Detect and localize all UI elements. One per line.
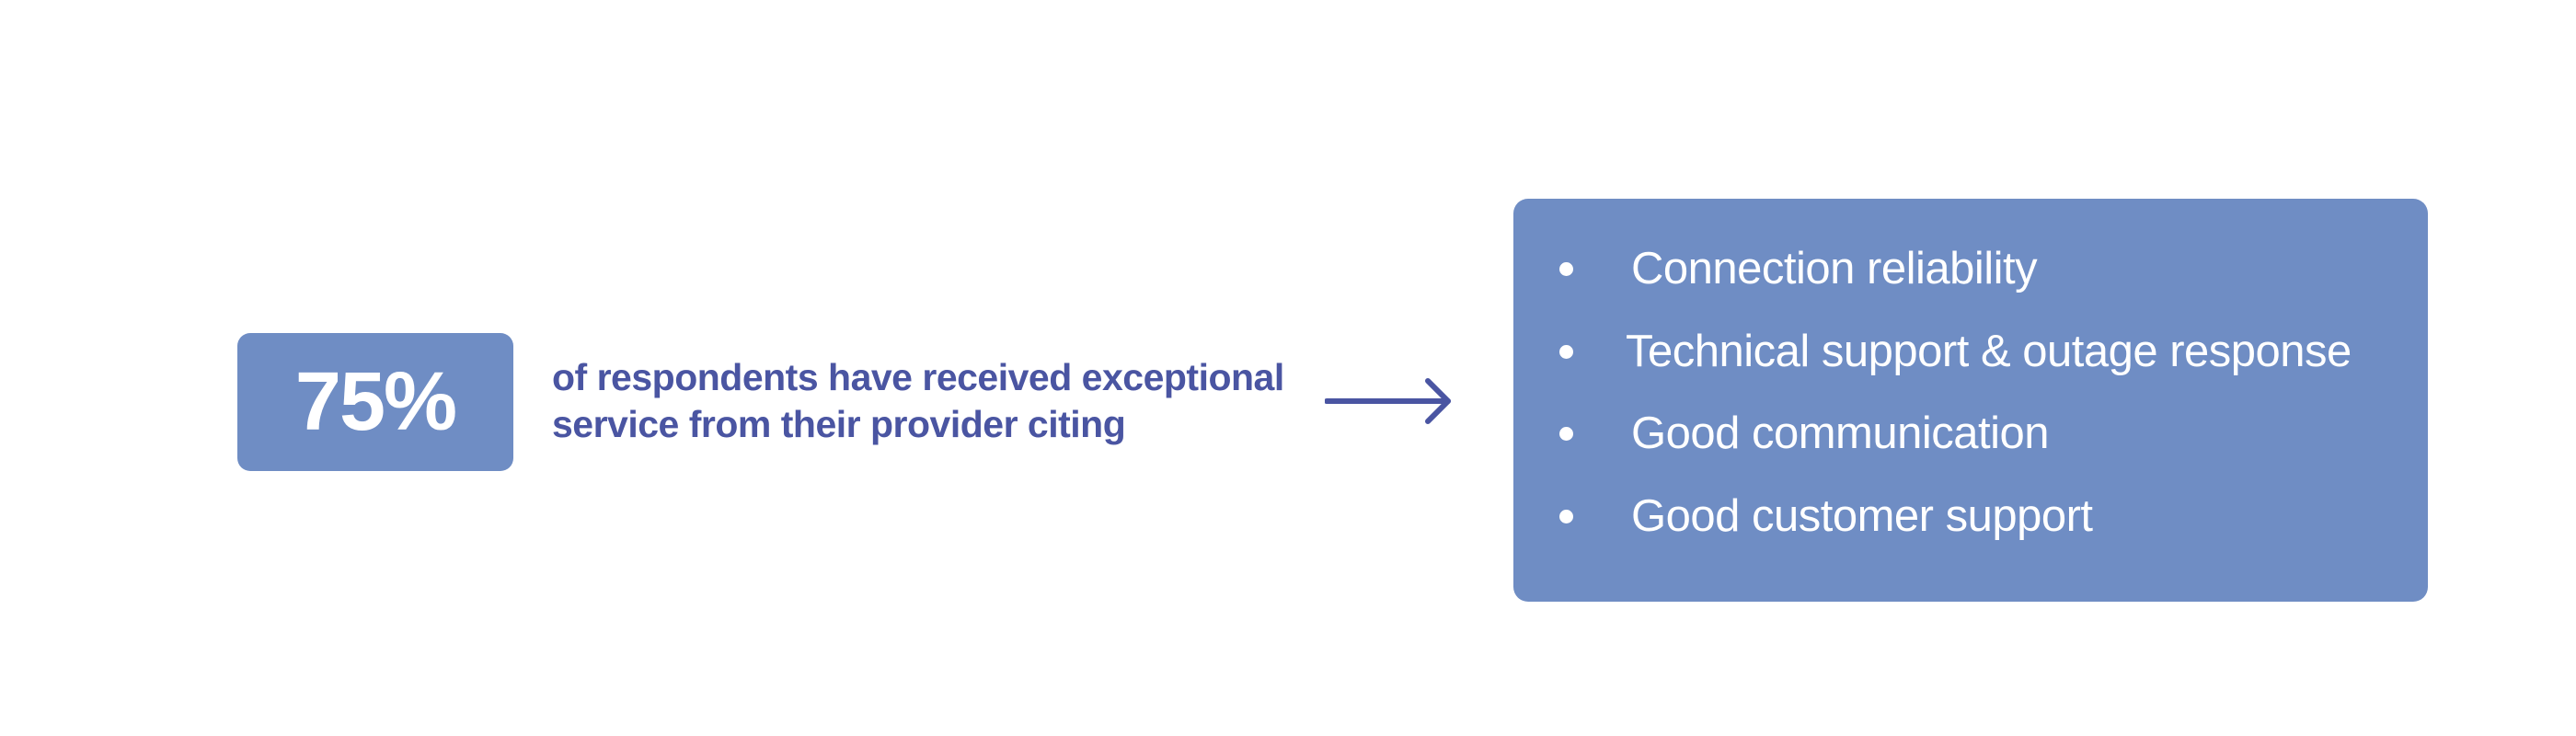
stat-value: 75% [294, 356, 457, 448]
stat-description: of respondents have received exceptional… [552, 354, 1306, 448]
bullet-dot-icon [1559, 262, 1573, 276]
reason-label: Good customer support [1631, 491, 2093, 541]
stat-description-line-2: service from their provider citing [552, 403, 1126, 445]
bullet-dot-icon [1559, 345, 1573, 359]
stat-description-line-1: of respondents have received exceptional [552, 356, 1284, 398]
bullet-dot-icon [1559, 510, 1573, 523]
bullet-dot-icon [1559, 427, 1573, 441]
reasons-list: Connection reliability Technical support… [1513, 199, 2428, 602]
arrow-right-icon [1325, 378, 1451, 424]
reason-label: Good communication [1631, 408, 2050, 458]
reason-label: Technical support & outage response [1626, 327, 2352, 376]
reason-label: Connection reliability [1631, 244, 2038, 293]
stat-box: 75% [237, 333, 513, 471]
